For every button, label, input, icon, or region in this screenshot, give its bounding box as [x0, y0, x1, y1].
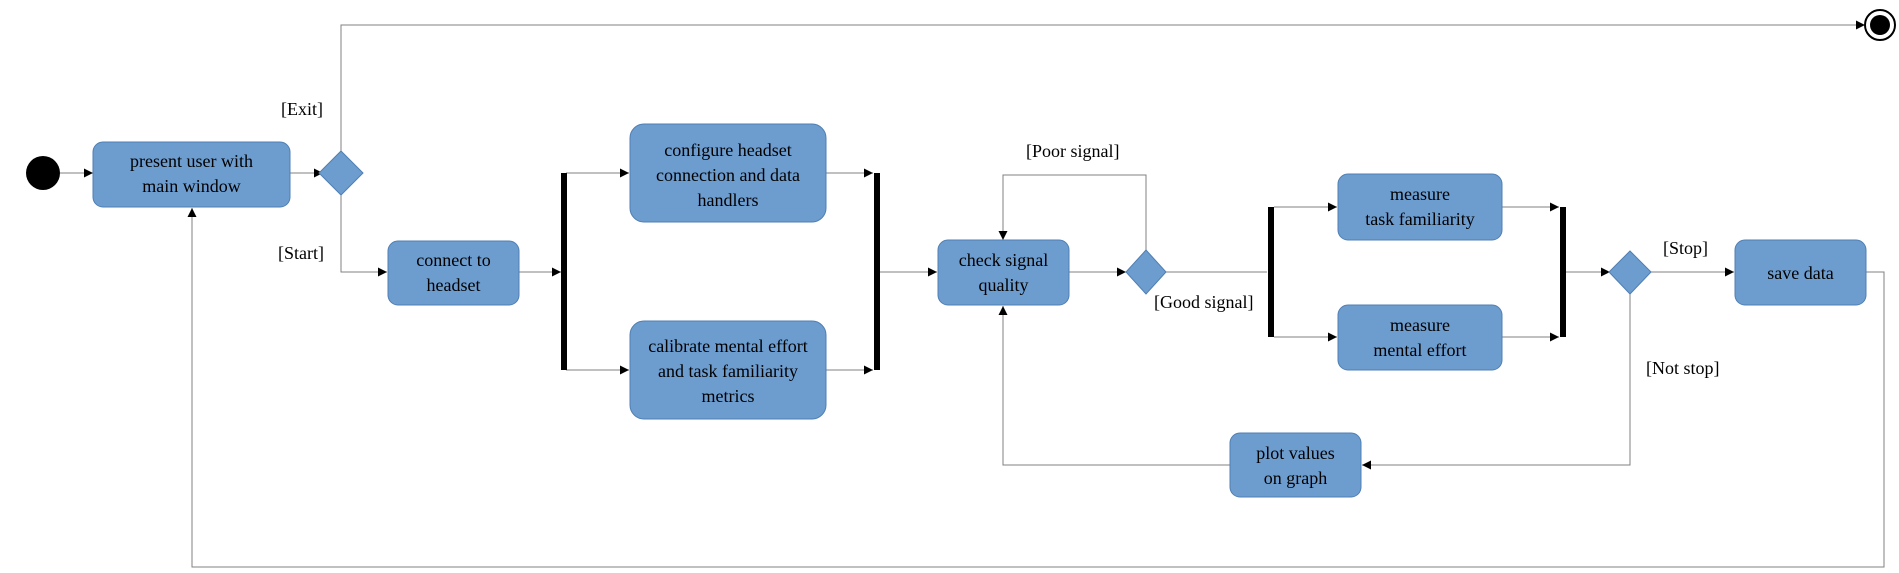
final-node — [1864, 9, 1896, 41]
action-calibrate-line-1: calibrate mental effort — [648, 336, 808, 356]
svg-text:plot values: plot values — [1256, 443, 1335, 463]
join-bar-1 — [874, 173, 880, 370]
edge-save-to-present — [187, 208, 1885, 568]
svg-text:measure: measure — [1390, 184, 1450, 204]
svg-text:and task familiarity: and task familiarity — [658, 361, 798, 381]
svg-text:quality: quality — [979, 275, 1029, 295]
decision-start-exit — [318, 150, 364, 196]
edges — [60, 20, 1885, 568]
action-check-line-1: check signal — [959, 250, 1048, 270]
svg-text:configure headset: configure headset — [664, 140, 791, 160]
svg-text:headset: headset — [427, 275, 481, 295]
action-present-user: present user with main window — [92, 141, 291, 208]
svg-text:connect to: connect to — [416, 250, 490, 270]
svg-text:calibrate mental effort: calibrate mental effort — [648, 336, 808, 356]
svg-text:handlers: handlers — [698, 190, 759, 210]
join-bar-2 — [1560, 207, 1566, 337]
svg-text:main window: main window — [142, 176, 241, 196]
action-mental-line-1: measure — [1390, 315, 1450, 335]
action-mental-line-2: mental effort — [1373, 340, 1466, 360]
action-plot-line-2: on graph — [1264, 468, 1327, 488]
edge-start-to-connect — [340, 195, 387, 277]
fork-bar-2 — [1268, 207, 1274, 337]
action-configure-line-1: configure headset — [664, 140, 791, 160]
edge-exit-to-final — [340, 20, 1865, 151]
action-connect-line-2: headset — [427, 275, 481, 295]
guard-exit: [Exit] — [281, 99, 323, 119]
guard-start: [Start] — [278, 243, 324, 263]
edge-plot-to-check — [998, 306, 1230, 466]
action-save-line-1: save data — [1767, 263, 1833, 283]
guard-stop: [Stop] — [1663, 238, 1708, 258]
action-connect-line-1: connect to — [416, 250, 490, 270]
initial-node — [26, 156, 60, 190]
action-connect-headset: connect to headset — [387, 240, 520, 306]
action-plot-values: plot values on graph — [1229, 432, 1362, 498]
action-configure-line-3: handlers — [698, 190, 759, 210]
action-task-line-1: measure — [1390, 184, 1450, 204]
decision-stop — [1608, 250, 1652, 295]
action-configure-line-2: connection and data — [656, 165, 800, 185]
action-task-line-2: task familiarity — [1365, 209, 1474, 229]
action-calibrate-metrics: calibrate mental effort and task familia… — [629, 320, 827, 420]
action-check-signal: check signal quality — [937, 239, 1070, 306]
action-calibrate-line-3: metrics — [702, 386, 755, 406]
edge-poor-signal-loop — [998, 174, 1147, 250]
svg-text:save data: save data — [1767, 263, 1833, 283]
svg-text:check signal: check signal — [959, 250, 1048, 270]
svg-text:metrics: metrics — [702, 386, 755, 406]
action-save-data: save data — [1734, 239, 1867, 306]
svg-text:present user with: present user with — [130, 151, 253, 171]
svg-text:on graph: on graph — [1264, 468, 1327, 488]
action-configure-headset: configure headset connection and data ha… — [629, 123, 827, 223]
action-present-line-2: main window — [142, 176, 241, 196]
svg-text:mental effort: mental effort — [1373, 340, 1466, 360]
guard-not-stop: [Not stop] — [1646, 358, 1720, 378]
svg-text:connection and data: connection and data — [656, 165, 800, 185]
action-check-line-2: quality — [979, 275, 1029, 295]
action-present-line-1: present user with — [130, 151, 253, 171]
decision-signal-quality — [1125, 249, 1167, 295]
action-plot-line-1: plot values — [1256, 443, 1335, 463]
edge-not-stop-to-plot — [1362, 294, 1631, 470]
svg-text:measure: measure — [1390, 315, 1450, 335]
action-calibrate-line-2: and task familiarity — [658, 361, 798, 381]
guard-poor-signal: [Poor signal] — [1026, 141, 1120, 161]
action-measure-mental-effort: measure mental effort — [1337, 304, 1503, 371]
guard-good-signal: [Good signal] — [1154, 292, 1253, 312]
action-measure-task-familiarity: measure task familiarity — [1337, 173, 1503, 241]
fork-bar-1 — [561, 173, 567, 370]
svg-text:task familiarity: task familiarity — [1365, 209, 1474, 229]
